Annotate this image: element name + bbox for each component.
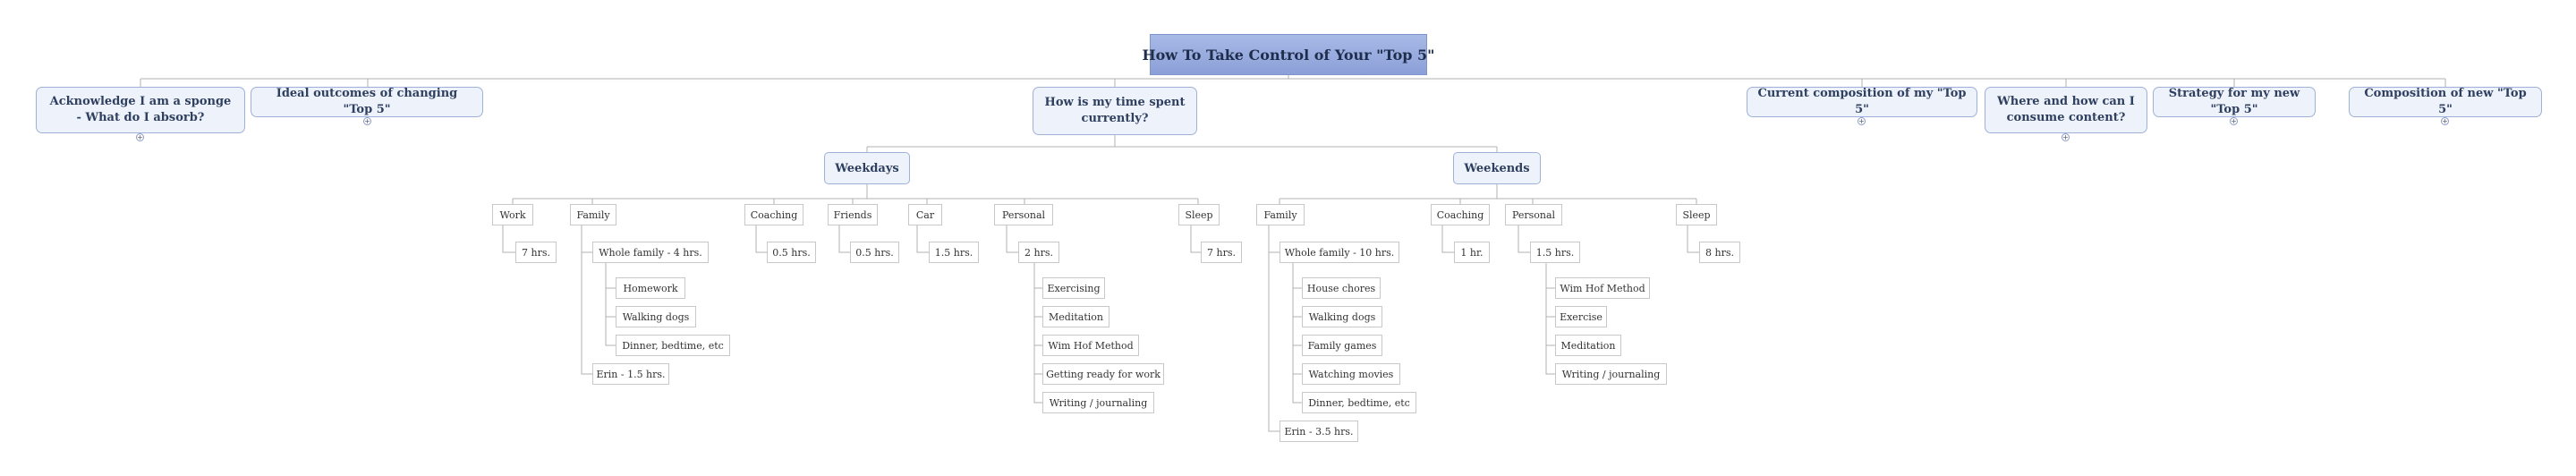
weekdays-dinner[interactable]: Dinner, bedtime, etc [616,335,730,356]
weekends-sleep[interactable]: Sleep [1676,204,1717,225]
weekends-meditation[interactable]: Meditation [1555,335,1621,356]
weekdays-friends[interactable]: Friends [828,204,878,225]
collapsed-marker-strategy[interactable]: + [2230,117,2238,125]
weekdays-writing[interactable]: Writing / journaling [1042,392,1154,413]
weekdays-personal-hours[interactable]: 2 hrs. [1018,242,1059,263]
collapsed-marker-composition[interactable]: + [2441,117,2449,125]
weekdays-car-hours[interactable]: 1.5 hrs. [929,242,979,263]
weekdays-work-hours[interactable]: 7 hrs. [515,242,557,263]
weekends-watching-movies[interactable]: Watching movies [1302,363,1400,385]
weekdays-work[interactable]: Work [492,204,533,225]
weekdays-walking-dogs[interactable]: Walking dogs [616,306,696,327]
weekends-personal-hours[interactable]: 1.5 hrs. [1530,242,1580,263]
branch-sponge[interactable]: Acknowledge I am a sponge - What do I ab… [36,87,245,133]
weekdays-erin[interactable]: Erin - 1.5 hrs. [592,363,669,385]
branch-new-composition[interactable]: Composition of new "Top 5" [2349,87,2542,117]
weekdays-coaching-hours[interactable]: 0.5 hrs. [767,242,816,263]
weekends-writing[interactable]: Writing / journaling [1555,363,1667,385]
central-topic[interactable]: How To Take Control of Your "Top 5" [1143,34,1434,75]
weekends-family[interactable]: Family [1256,204,1305,225]
weekends-whole-family[interactable]: Whole family - 10 hrs. [1279,242,1399,263]
weekends-node[interactable]: Weekends [1453,152,1541,184]
branch-strategy[interactable]: Strategy for my new "Top 5" [2153,87,2316,117]
branch-ideal-outcomes[interactable]: Ideal outcomes of changing "Top 5" [251,87,483,117]
collapsed-marker-ideal[interactable]: + [363,117,371,125]
collapsed-marker-where[interactable]: + [2062,133,2070,141]
weekdays-meditation[interactable]: Meditation [1042,306,1109,327]
branch-time-spent[interactable]: How is my time spent currently? [1033,87,1197,135]
weekdays-whole-family[interactable]: Whole family - 4 hrs. [592,242,709,263]
weekends-exercise[interactable]: Exercise [1555,306,1607,327]
collapsed-marker-sponge[interactable]: + [136,133,144,141]
branch-current-composition[interactable]: Current composition of my "Top 5" [1747,87,1977,117]
weekends-erin[interactable]: Erin - 3.5 hrs. [1279,421,1358,442]
weekdays-car[interactable]: Car [908,204,942,225]
weekends-coaching-hours[interactable]: 1 hr. [1454,242,1490,263]
weekdays-sleep-hours[interactable]: 7 hrs. [1201,242,1242,263]
weekdays-sleep[interactable]: Sleep [1178,204,1220,225]
weekends-dinner[interactable]: Dinner, bedtime, etc [1302,392,1416,413]
weekends-sleep-hours[interactable]: 8 hrs. [1699,242,1740,263]
weekends-walking-dogs[interactable]: Walking dogs [1302,306,1382,327]
collapsed-marker-current[interactable]: + [1858,117,1866,125]
weekdays-wim-hof[interactable]: Wim Hof Method [1042,335,1139,356]
weekends-personal[interactable]: Personal [1505,204,1562,225]
weekdays-family[interactable]: Family [570,204,616,225]
weekends-house-chores[interactable]: House chores [1302,277,1381,299]
weekdays-node[interactable]: Weekdays [824,152,910,184]
weekdays-getting-ready[interactable]: Getting ready for work [1042,363,1164,385]
branch-where-consume[interactable]: Where and how can I consume content? [1985,87,2147,133]
weekdays-exercising[interactable]: Exercising [1042,277,1105,299]
weekdays-personal[interactable]: Personal [994,204,1053,225]
weekdays-coaching[interactable]: Coaching [744,204,803,225]
weekends-coaching[interactable]: Coaching [1431,204,1490,225]
weekends-family-games[interactable]: Family games [1302,335,1382,356]
weekends-wim-hof[interactable]: Wim Hof Method [1555,277,1650,299]
weekdays-friends-hours[interactable]: 0.5 hrs. [850,242,899,263]
weekdays-homework[interactable]: Homework [616,277,685,299]
